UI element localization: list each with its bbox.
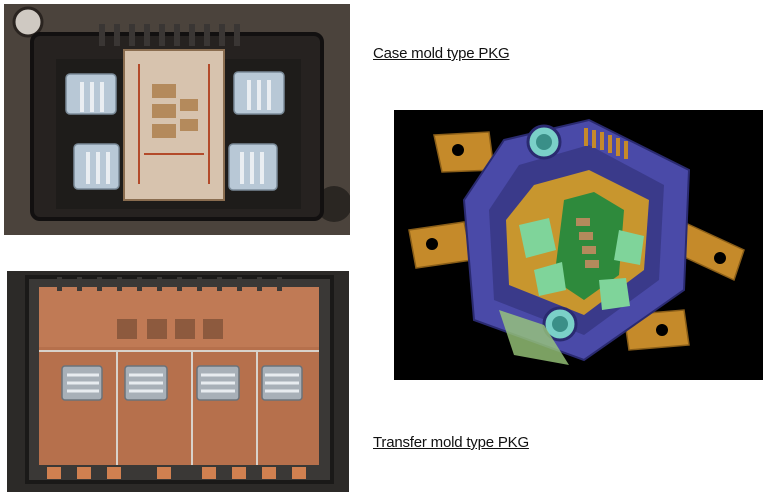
transfer-mold-caption: Transfer mold type PKG [373, 434, 529, 451]
transfer-mold-photo [7, 271, 349, 492]
case-mold-caption: Case mold type PKG [373, 45, 510, 62]
case-mold-photo [4, 4, 350, 235]
case-mold-3d-render [394, 110, 763, 380]
